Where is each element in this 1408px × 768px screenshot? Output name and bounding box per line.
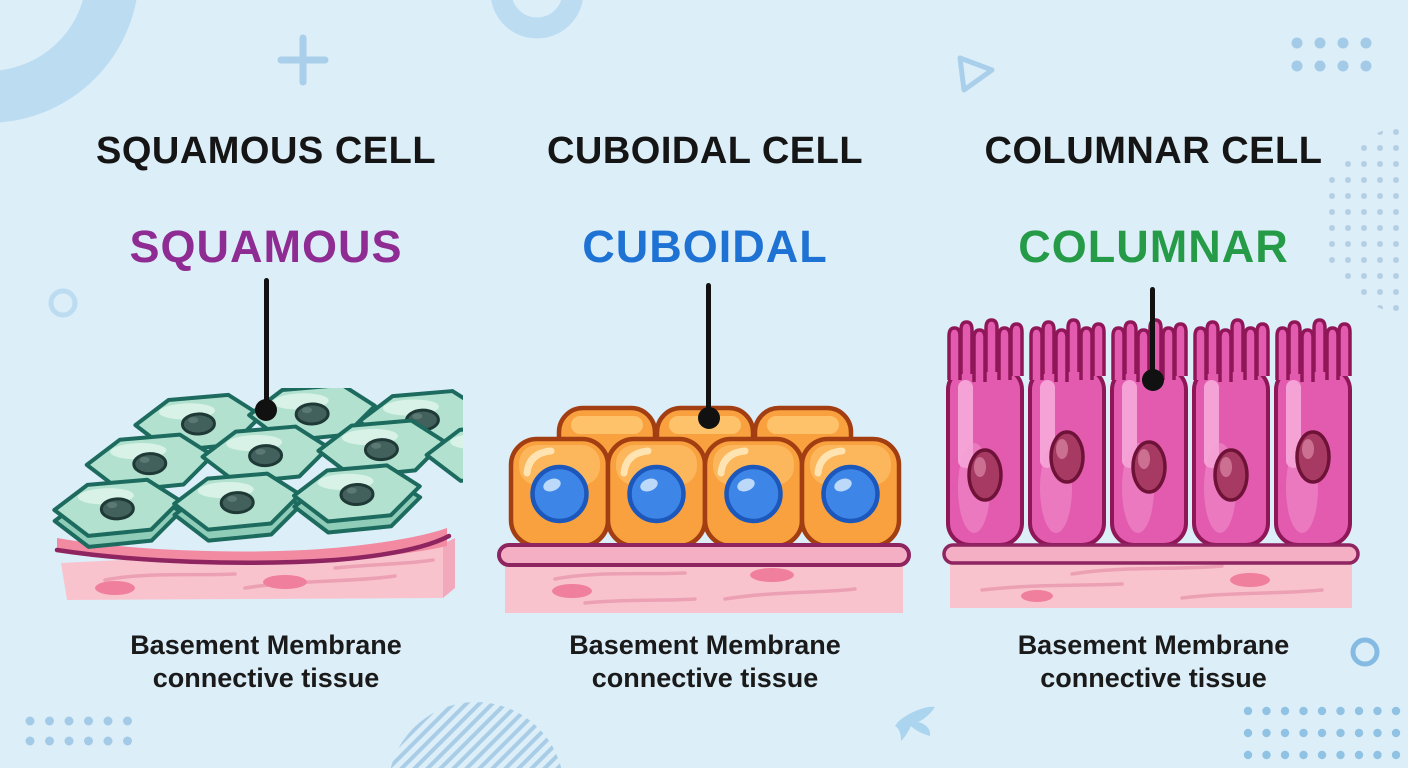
triangle-decoration xyxy=(957,55,995,93)
plus-decoration xyxy=(277,34,329,86)
columnar-caption: Basement Membrane connective tissue xyxy=(931,629,1376,695)
squamous-subtitle: SQUAMOUS xyxy=(129,221,403,272)
cuboidal-pointer-dot xyxy=(698,407,720,429)
columnar-pointer-line xyxy=(1150,287,1155,380)
squamous-cell-illustration xyxy=(45,388,463,600)
squamous-basement-membrane xyxy=(54,528,455,600)
paper-plane-doodle xyxy=(895,706,935,741)
cuboidal-subtitle: CUBOIDAL xyxy=(582,221,828,272)
column-columnar: COLUMNAR CELL COLUMNAR xyxy=(931,0,1376,768)
column-squamous: SQUAMOUS CELL SQUAMOUS xyxy=(46,0,486,768)
ring-decoration-left xyxy=(48,288,78,318)
columnar-cell-layer xyxy=(946,320,1352,547)
columnar-title: COLUMNAR CELL xyxy=(984,130,1323,172)
columnar-pointer-dot xyxy=(1142,369,1164,391)
caption-line2: connective tissue xyxy=(1040,663,1267,693)
halftone-decoration-right xyxy=(1320,125,1408,315)
caption-line2: connective tissue xyxy=(152,663,380,693)
cuboidal-caption: Basement Membrane connective tissue xyxy=(485,629,925,695)
ring-decoration-bottom-right xyxy=(1350,637,1380,667)
columnar-cell-illustration xyxy=(942,318,1360,608)
squamous-pointer-dot xyxy=(255,399,277,421)
columnar-membrane-bar xyxy=(942,543,1360,565)
columnar-subtitle: COLUMNAR xyxy=(1018,221,1289,272)
caption-line1: Basement Membrane xyxy=(569,630,841,660)
dot-grid-top-right xyxy=(1291,37,1372,72)
column-cuboidal: CUBOIDAL CELL CUBOIDAL xyxy=(485,0,925,768)
cuboidal-title: CUBOIDAL CELL xyxy=(546,130,864,172)
cuboidal-membrane-bar xyxy=(497,543,911,567)
cuboidal-cell-illustration xyxy=(497,403,911,613)
dot-grid-bottom-left xyxy=(25,716,140,754)
caption-line1: Basement Membrane xyxy=(1017,630,1290,660)
caption-line1: Basement Membrane xyxy=(130,630,402,660)
cuboidal-cell-layer xyxy=(511,408,899,546)
cuboidal-pointer-line xyxy=(706,283,711,418)
squamous-title: SQUAMOUS CELL xyxy=(95,130,437,172)
dot-grid-bottom-right xyxy=(1243,705,1405,765)
hatch-circle-decoration xyxy=(390,702,562,768)
squamous-caption: Basement Membrane connective tissue xyxy=(46,629,486,695)
squamous-pointer-line xyxy=(264,278,269,410)
ring-decoration-top-center xyxy=(491,0,583,39)
caption-line2: connective tissue xyxy=(591,663,819,693)
